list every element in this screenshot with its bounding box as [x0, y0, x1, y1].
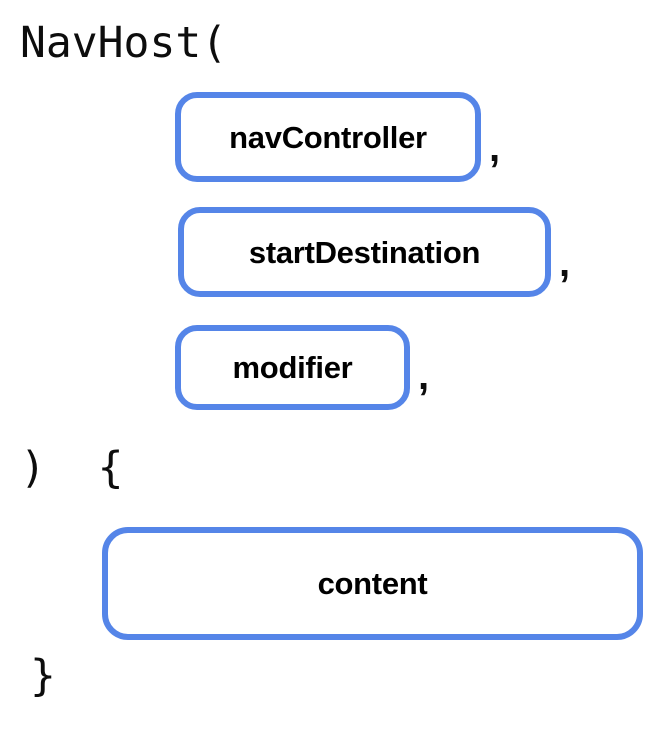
parameter-row-content: content: [102, 527, 643, 640]
code-line-navhost-open: NavHost(: [20, 18, 228, 68]
code-line-close-paren-open-brace: ) {: [20, 443, 124, 493]
parameter-separator-navcontroller: ,: [489, 126, 501, 170]
parameter-label-startdestination: startDestination: [248, 234, 481, 270]
parameter-row-startdestination: startDestination ,: [178, 207, 570, 297]
parameter-label-modifier: modifier: [232, 350, 353, 385]
parameter-box-navcontroller[interactable]: navController: [175, 92, 481, 182]
parameter-label-navcontroller: navController: [229, 119, 427, 155]
parameter-separator-startdestination: ,: [559, 241, 571, 285]
parameter-box-startdestination[interactable]: startDestination: [178, 207, 551, 297]
parameter-separator-modifier: ,: [418, 354, 430, 398]
parameter-row-navcontroller: navController ,: [175, 92, 500, 182]
code-line-close-brace: }: [30, 651, 56, 701]
parameter-box-content[interactable]: content: [102, 527, 643, 640]
parameter-row-modifier: modifier ,: [175, 325, 429, 410]
parameter-box-modifier[interactable]: modifier: [175, 325, 410, 410]
parameter-label-content: content: [317, 566, 428, 601]
